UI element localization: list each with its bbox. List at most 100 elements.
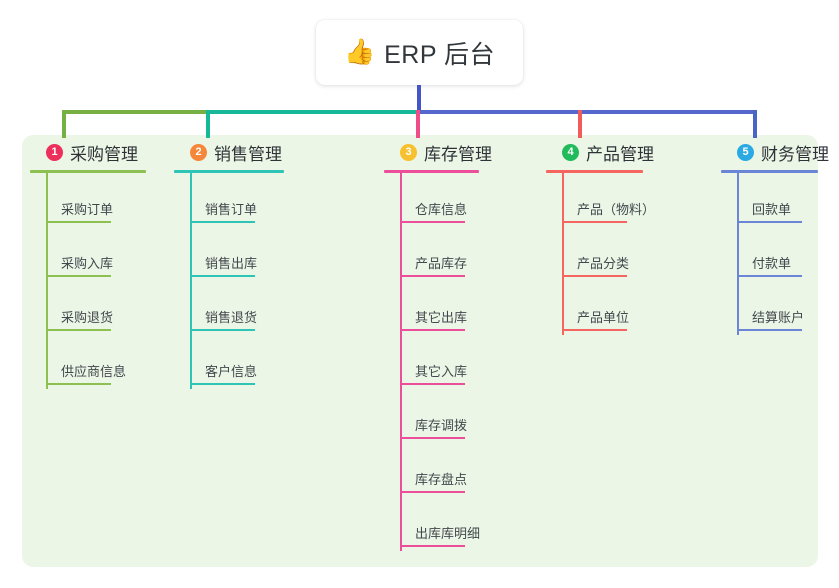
branch-item-underline [737, 275, 802, 277]
branch-drop-1 [62, 110, 66, 138]
branch-items: 销售订单销售出库销售退货客户信息 [174, 173, 284, 389]
branch-item[interactable]: 供应商信息 [30, 335, 146, 389]
branch-item-underline [562, 275, 627, 277]
bus-segment-blue [416, 110, 757, 114]
branch-item-label: 采购订单 [61, 202, 114, 217]
branch-item[interactable]: 其它入库 [384, 335, 492, 389]
branch-item[interactable]: 产品单位 [546, 281, 654, 335]
branch-column-4: 4 产品管理产品（物料） 产品分类产品单位 [546, 140, 656, 335]
root-title: ERP 后台 [384, 40, 496, 69]
branch-item[interactable]: 产品分类 [546, 227, 654, 281]
branch-header-5[interactable]: 5 财务管理 [721, 140, 829, 164]
branch-number-badge: 5 [737, 143, 754, 161]
branch-item-label: 产品（物料） [577, 202, 656, 217]
bus-segment-green [62, 110, 208, 114]
branch-items: 仓库信息产品库存其它出库其它入库库存调拨库存盘点出库库明细 [384, 173, 492, 551]
branch-item-label: 其它出库 [415, 310, 468, 325]
branch-spine [737, 173, 739, 335]
branch-spine [190, 173, 192, 389]
branch-title: 产品管理 [586, 144, 654, 164]
branch-underline [546, 170, 643, 173]
branch-item-underline [190, 383, 255, 385]
branch-title: 财务管理 [761, 144, 829, 164]
branch-item-label: 库存调拨 [415, 418, 468, 433]
branch-column-5: 5 财务管理回款单付款单结算账户 [721, 140, 829, 335]
branch-title: 库存管理 [424, 144, 492, 164]
branch-items: 回款单付款单结算账户 [721, 173, 829, 335]
branch-item-underline [400, 491, 465, 493]
branch-item[interactable]: 库存盘点 [384, 443, 492, 497]
branch-item-underline [190, 275, 255, 277]
branch-drop-2 [206, 110, 210, 138]
branch-item[interactable]: 销售出库 [174, 227, 284, 281]
branch-item[interactable]: 产品库存 [384, 227, 492, 281]
branch-item-label: 供应商信息 [61, 364, 127, 379]
branch-column-3: 3 库存管理仓库信息产品库存其它出库其它入库库存调拨库存盘点出库库明细 [384, 140, 492, 551]
branch-item[interactable]: 其它出库 [384, 281, 492, 335]
branch-item[interactable]: 采购订单 [30, 173, 146, 227]
branch-item-label: 回款单 [752, 202, 792, 217]
branches-panel [22, 135, 818, 567]
branch-item-label: 结算账户 [752, 310, 805, 325]
branch-item[interactable]: 销售订单 [174, 173, 284, 227]
branch-item[interactable]: 付款单 [721, 227, 829, 281]
branch-item-label: 销售退货 [205, 310, 258, 325]
branch-item[interactable]: 出库库明细 [384, 497, 492, 551]
branch-item[interactable]: 结算账户 [721, 281, 829, 335]
branch-title: 采购管理 [70, 144, 138, 164]
branch-underline [384, 170, 479, 173]
branch-item[interactable]: 采购入库 [30, 227, 146, 281]
branch-items: 采购订单采购入库采购退货供应商信息 [30, 173, 146, 389]
branch-item-underline [737, 329, 802, 331]
branch-number-badge: 3 [400, 143, 417, 161]
branch-item[interactable]: 采购退货 [30, 281, 146, 335]
branch-item-label: 产品库存 [415, 256, 468, 271]
root-node[interactable]: 👍 ERP 后台 [316, 20, 523, 85]
thumbs-up-icon: 👍 [343, 38, 376, 66]
branch-spine [400, 173, 402, 551]
branch-item-underline [400, 221, 465, 223]
branch-column-1: 1 采购管理采购订单采购入库采购退货供应商信息 [30, 140, 146, 389]
branch-item-underline [46, 383, 111, 385]
branch-item[interactable]: 产品（物料） [546, 173, 656, 227]
branch-item[interactable]: 客户信息 [174, 335, 284, 389]
branch-item[interactable]: 库存调拨 [384, 389, 492, 443]
branch-item-label: 产品分类 [577, 256, 630, 271]
branch-item-label: 仓库信息 [415, 202, 468, 217]
branch-item-label: 产品单位 [577, 310, 630, 325]
branch-underline [721, 170, 818, 173]
branch-header-3[interactable]: 3 库存管理 [384, 140, 492, 164]
branch-item-underline [46, 275, 111, 277]
branch-spine [562, 173, 564, 335]
branch-item-label: 付款单 [752, 256, 792, 271]
branch-item-label: 销售出库 [205, 256, 258, 271]
branch-item[interactable]: 销售退货 [174, 281, 284, 335]
branch-item-underline [562, 329, 627, 331]
branch-header-4[interactable]: 4 产品管理 [546, 140, 654, 164]
bus-segment-teal [206, 110, 418, 114]
branch-item-underline [400, 437, 465, 439]
branch-item-label: 客户信息 [205, 364, 258, 379]
branch-items: 产品（物料） 产品分类产品单位 [546, 173, 656, 335]
branch-item-label: 其它入库 [415, 364, 468, 379]
branch-item-underline [190, 329, 255, 331]
branch-item-underline [46, 221, 111, 223]
branch-item[interactable]: 回款单 [721, 173, 829, 227]
branch-item-label: 库存盘点 [415, 472, 468, 487]
branch-item[interactable]: 仓库信息 [384, 173, 492, 227]
branch-item-underline [190, 221, 255, 223]
branch-underline [174, 170, 284, 173]
branch-item-underline [562, 221, 627, 223]
branch-number-badge: 1 [46, 143, 63, 161]
branch-title: 销售管理 [214, 144, 282, 164]
branch-underline [30, 170, 146, 173]
root-stem-connector [417, 85, 421, 113]
branch-item-underline [737, 221, 802, 223]
branch-header-1[interactable]: 1 采购管理 [30, 140, 146, 164]
branch-drop-4 [578, 110, 582, 138]
branch-number-badge: 4 [562, 143, 579, 161]
branch-item-label: 销售订单 [205, 202, 258, 217]
